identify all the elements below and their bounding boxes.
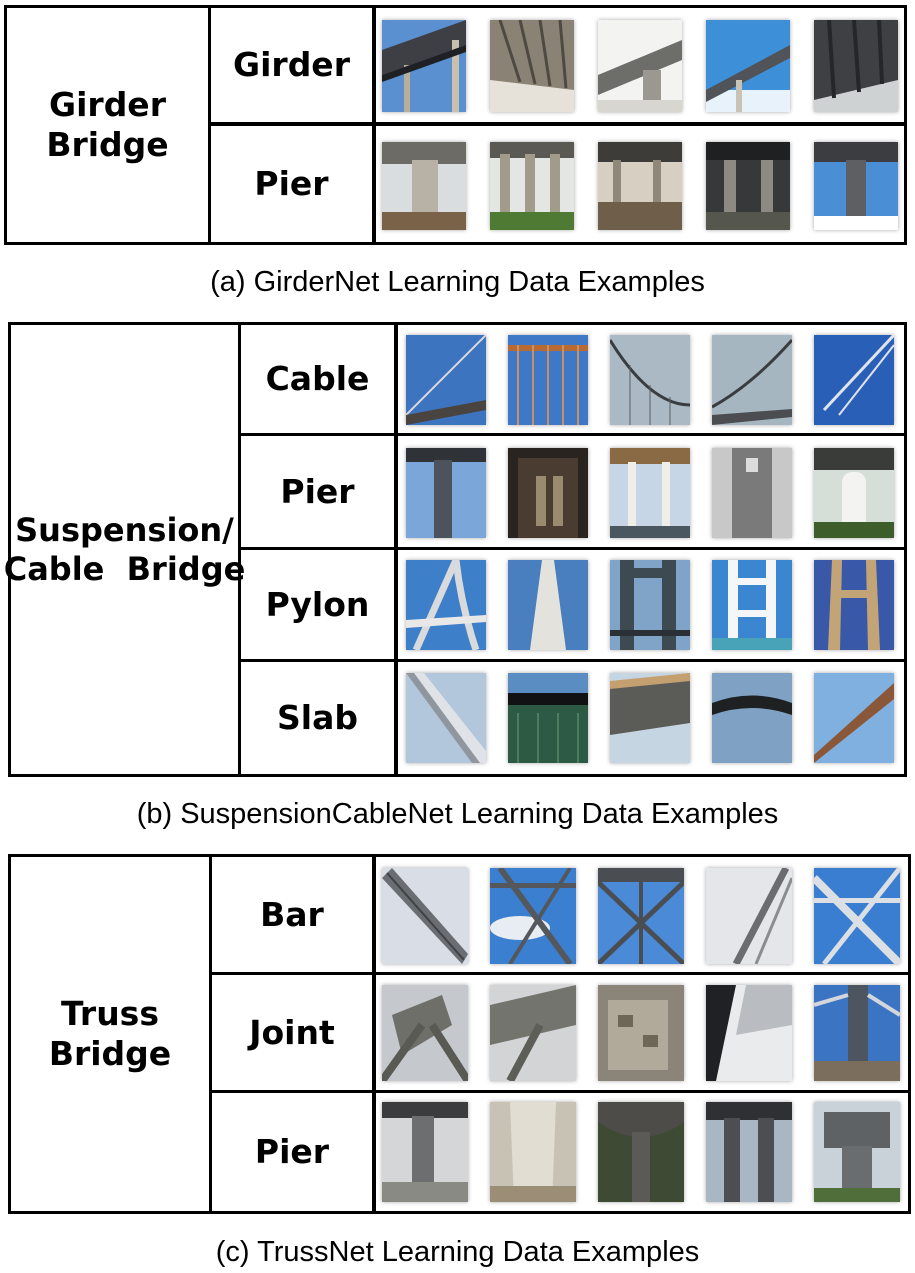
thumb-image [382, 1102, 468, 1202]
thumb-image [598, 985, 684, 1081]
thumb-image [406, 335, 486, 425]
thumb-row-joint [382, 983, 900, 1083]
thumb-image [610, 560, 690, 650]
thumb-image [382, 20, 466, 112]
thumb-image [814, 142, 898, 230]
thumb-row-cable [406, 332, 894, 428]
thumb-image [706, 868, 792, 964]
thumb-image [814, 1102, 900, 1202]
thumb-image [814, 868, 900, 964]
thumb-row-pier [406, 445, 894, 541]
thumb-image [712, 673, 792, 763]
caption-a: (a) GirderNet Learning Data Examples [210, 266, 705, 298]
thumb-image [406, 448, 486, 538]
thumb-image [490, 868, 576, 964]
part-label-slab: Slab [277, 698, 358, 738]
thumb-image [382, 142, 466, 230]
thumb-image [508, 673, 588, 763]
thumb-image [406, 673, 486, 763]
thumb-image [598, 868, 684, 964]
part-label-girder: Girder [233, 45, 350, 85]
thumb-row-bar [382, 866, 900, 966]
part-label-cable: Cable [265, 359, 370, 399]
panel-suspension: Suspension/Cable Bridge Cable Pier Pylon… [4, 322, 907, 777]
part-label-pylon: Pylon [265, 584, 370, 624]
bridge-type-label: Suspension/Cable Bridge [3, 511, 246, 588]
thumb-row-pier [382, 137, 898, 235]
thumb-image [712, 560, 792, 650]
thumb-image [814, 335, 894, 425]
thumb-image [706, 20, 790, 112]
thumb-image [610, 448, 690, 538]
part-label-bar: Bar [260, 894, 324, 934]
thumb-image [382, 985, 468, 1081]
thumb-image [598, 20, 682, 112]
thumb-image [490, 142, 574, 230]
thumb-image [598, 1102, 684, 1202]
thumb-row-girder [382, 17, 898, 115]
thumb-image [712, 335, 792, 425]
thumb-image [814, 673, 894, 763]
thumb-image [508, 335, 588, 425]
part-label-pier: Pier [254, 1132, 330, 1172]
part-label-pier: Pier [254, 164, 329, 204]
thumb-image [598, 142, 682, 230]
thumb-image [406, 560, 486, 650]
thumb-image [706, 985, 792, 1081]
thumb-image [490, 985, 576, 1081]
thumb-image [814, 560, 894, 650]
thumb-image [814, 448, 894, 538]
thumb-image [382, 868, 468, 964]
thumb-image [610, 673, 690, 763]
thumb-image [706, 1102, 792, 1202]
thumb-image [490, 1102, 576, 1202]
thumb-row-pylon [406, 557, 894, 653]
thumb-image [490, 20, 574, 112]
thumb-image [508, 560, 588, 650]
thumb-image [706, 142, 790, 230]
caption-b: (b) SuspensionCableNet Learning Data Exa… [136, 798, 779, 830]
caption-c: (c) TrussNet Learning Data Examples [215, 1236, 700, 1268]
thumb-row-slab [406, 670, 894, 766]
thumb-image [508, 448, 588, 538]
part-label-pier: Pier [280, 471, 355, 511]
thumb-image [814, 985, 900, 1081]
thumb-image [814, 20, 898, 112]
thumb-image [610, 335, 690, 425]
part-label-joint: Joint [249, 1012, 335, 1052]
thumb-row-pier [382, 1100, 900, 1204]
thumb-image [712, 448, 792, 538]
